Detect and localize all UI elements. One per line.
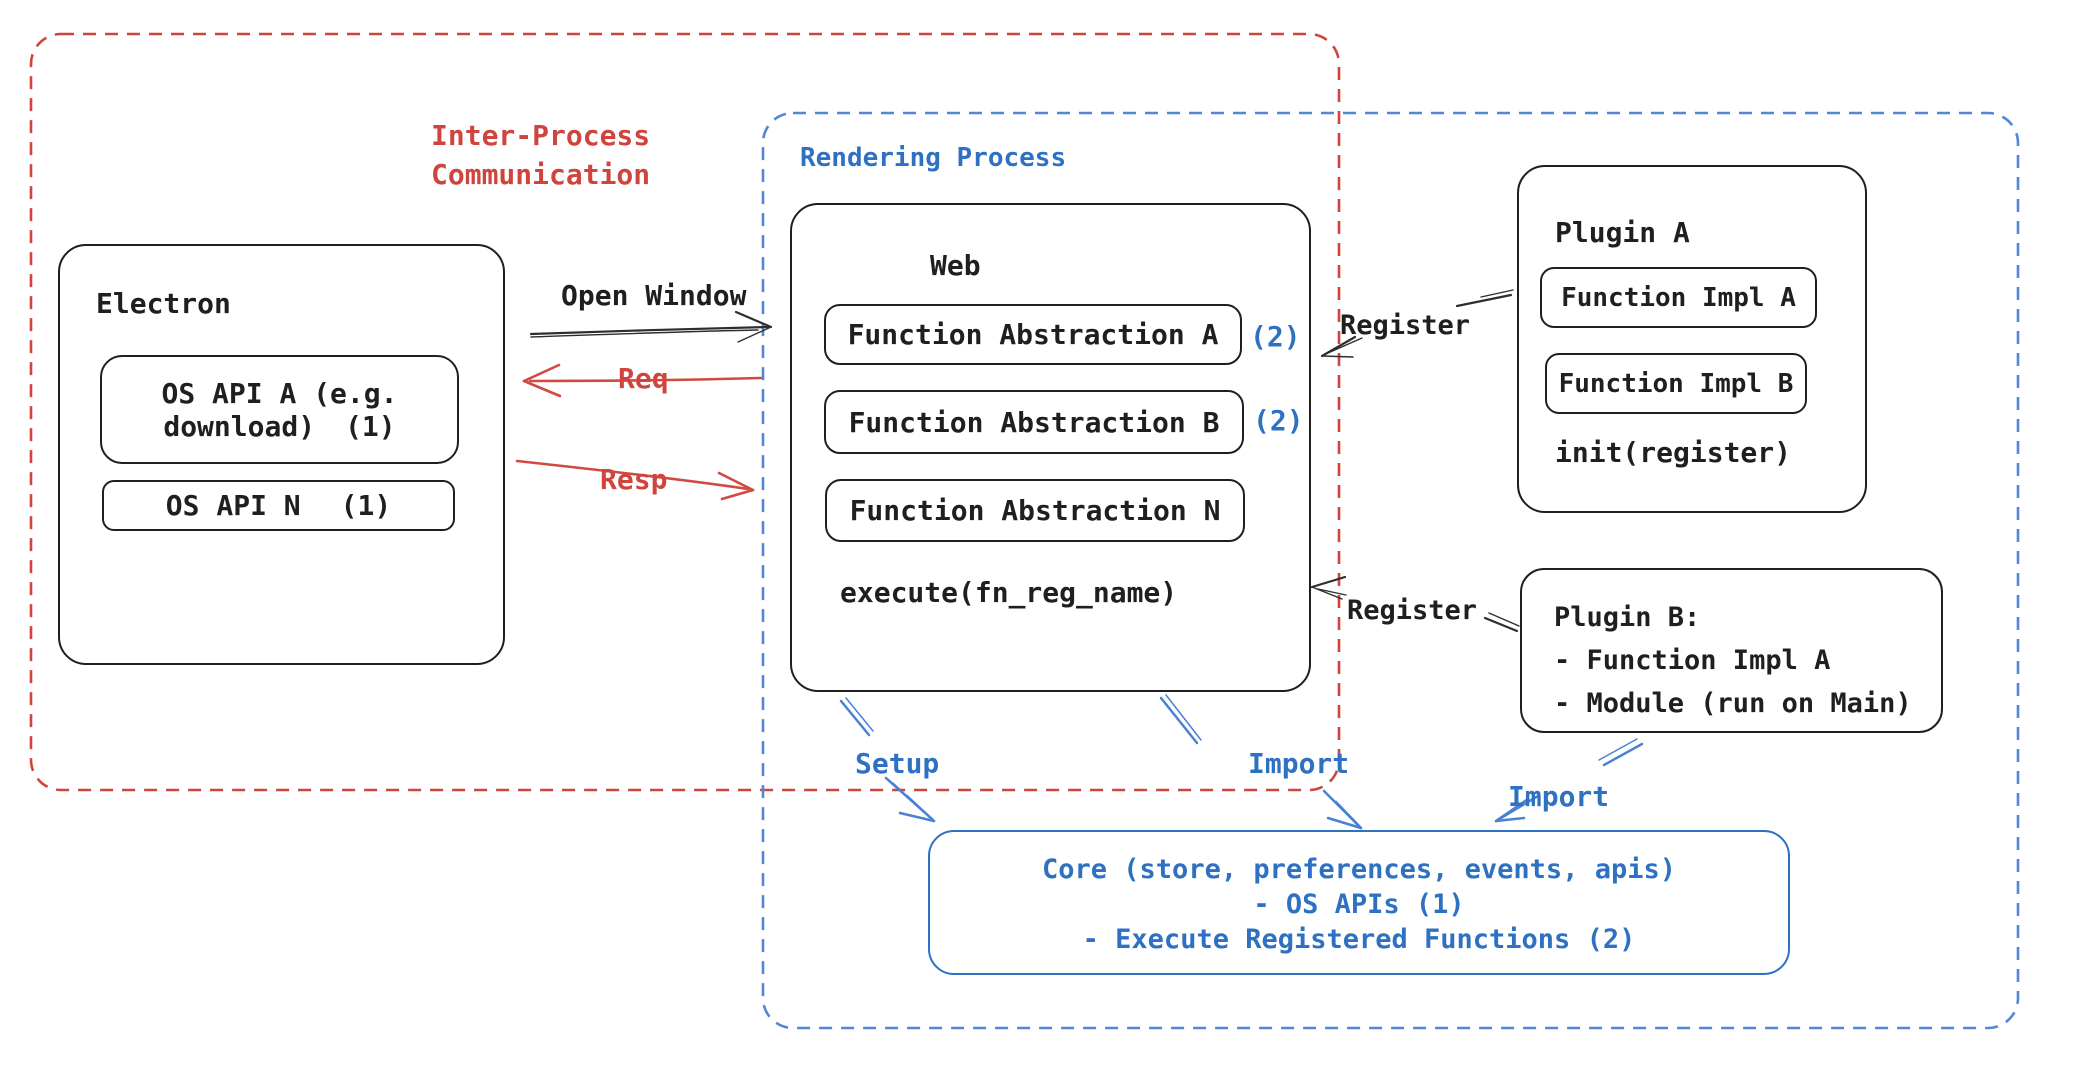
function-abstraction-b-label: Function Abstraction B bbox=[848, 405, 1220, 439]
setup-arrow bbox=[839, 697, 936, 823]
web-title: Web bbox=[930, 249, 981, 282]
req-label: Req bbox=[618, 362, 669, 395]
os-api-a-badge: (1) bbox=[345, 409, 396, 443]
os-api-a-box: OS API A (e.g. download) (1) bbox=[100, 355, 459, 464]
rendering-process-label: Rendering Process bbox=[800, 143, 1067, 173]
import-label-web: Import bbox=[1248, 747, 1350, 780]
core-line-3: - Execute Registered Functions (2) bbox=[1082, 924, 1636, 955]
plugin-b-box: Plugin B: - Function Impl A - Module (ru… bbox=[1520, 568, 1943, 733]
resp-arrow bbox=[515, 459, 755, 501]
core-line-1: Core (store, preferences, events, apis) bbox=[1042, 854, 1676, 885]
plugin-a-box: Plugin A Function Impl A Function Impl B… bbox=[1517, 165, 1867, 513]
ipc-boundary bbox=[29, 32, 1341, 792]
function-abstraction-n-label: Function Abstraction N bbox=[849, 494, 1221, 527]
open-window-label: Open Window bbox=[561, 279, 747, 312]
function-impl-b-label: Function Impl B bbox=[1558, 368, 1794, 399]
function-abstraction-b-badge: (2) bbox=[1253, 404, 1304, 437]
core-line-2: - OS APIs (1) bbox=[1253, 889, 1465, 920]
import-label-plugin-b: Import bbox=[1508, 780, 1610, 813]
rendering-process-boundary bbox=[761, 111, 2020, 1030]
web-box: Web Function Abstraction A (2) Function … bbox=[790, 203, 1311, 692]
register-arrow-plugin-b bbox=[1310, 575, 1520, 633]
open-window-arrow bbox=[529, 310, 773, 343]
resp-label: Resp bbox=[600, 463, 668, 496]
core-box: Core (store, preferences, events, apis) … bbox=[928, 830, 1790, 975]
os-api-a-line1: OS API A (e.g. bbox=[161, 376, 398, 410]
ipc-region-label-line2: Communication bbox=[431, 158, 651, 191]
plugin-a-title: Plugin A bbox=[1555, 216, 1690, 249]
function-abstraction-a-box: Function Abstraction A bbox=[824, 304, 1242, 365]
function-abstraction-n-box: Function Abstraction N bbox=[825, 479, 1245, 542]
setup-label: Setup bbox=[855, 747, 940, 780]
req-arrow bbox=[522, 363, 763, 398]
register-label-plugin-a: Register bbox=[1340, 310, 1471, 341]
plugin-b-item-module: - Module (run on Main) bbox=[1554, 688, 1912, 719]
ipc-region-label-line1: Inter-Process bbox=[431, 119, 651, 152]
os-api-n-box: OS API N (1) bbox=[102, 480, 455, 531]
register-arrow-plugin-a bbox=[1320, 289, 1514, 358]
electron-box: Electron OS API A (e.g. download) (1) OS… bbox=[58, 244, 505, 665]
function-abstraction-a-badge: (2) bbox=[1250, 320, 1301, 353]
import-arrow-web bbox=[1159, 694, 1363, 830]
function-impl-b-box: Function Impl B bbox=[1545, 353, 1807, 414]
os-api-n-label: OS API N bbox=[165, 489, 301, 522]
plugin-b-item-function-impl-a: - Function Impl A bbox=[1554, 645, 1831, 676]
function-abstraction-a-label: Function Abstraction A bbox=[847, 318, 1219, 351]
os-api-a-line2: download) bbox=[163, 409, 316, 443]
ipc-region-label: Inter-Process Communication bbox=[431, 116, 650, 194]
plugin-b-title: Plugin B: bbox=[1554, 602, 1701, 633]
execute-label: execute(fn_reg_name) bbox=[840, 576, 1178, 609]
function-abstraction-b-box: Function Abstraction B bbox=[824, 390, 1244, 454]
init-register-label: init(register) bbox=[1555, 436, 1792, 469]
os-api-n-badge: (1) bbox=[340, 489, 392, 522]
plugin-b-content: Plugin B: - Function Impl A - Module (ru… bbox=[1554, 596, 1912, 725]
import-arrow-plugin-b bbox=[1494, 738, 1644, 823]
register-label-plugin-b: Register bbox=[1347, 595, 1478, 626]
function-impl-a-label: Function Impl A bbox=[1561, 282, 1796, 313]
function-impl-a-box: Function Impl A bbox=[1540, 267, 1817, 328]
electron-title: Electron bbox=[96, 287, 231, 320]
